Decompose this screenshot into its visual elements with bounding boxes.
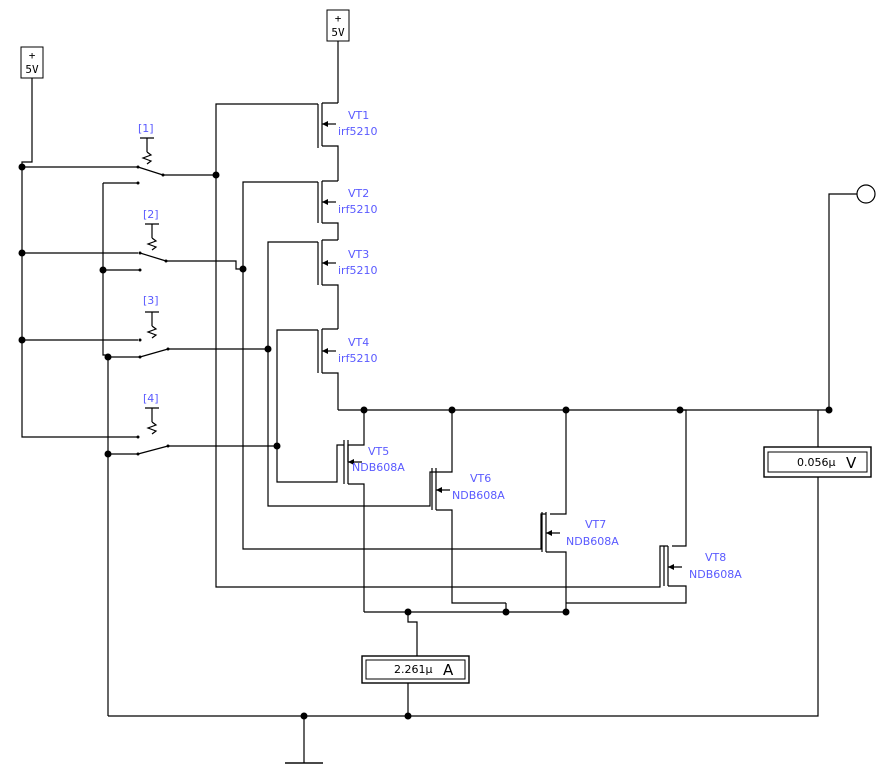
switch-label: [4] — [143, 392, 159, 405]
gate-lines — [163, 103, 668, 588]
switch-4[interactable]: [4] — [108, 392, 170, 456]
pmos-stack — [321, 41, 339, 410]
switch-label: [1] — [138, 122, 154, 135]
transistor-vt6[interactable]: VT6 NDB608A — [431, 468, 506, 604]
transistor-model: NDB608A — [452, 489, 505, 502]
transistor-name: VT1 — [348, 109, 369, 122]
switch-2[interactable]: [2] — [103, 208, 168, 272]
transistor-name: VT2 — [348, 187, 369, 200]
ammeter-unit: A — [443, 661, 454, 679]
transistor-vt1[interactable]: VT1 irf5210 — [322, 109, 377, 138]
transistor-name: VT4 — [348, 336, 369, 349]
switch-label: [2] — [143, 208, 159, 221]
junction-dots — [18, 163, 833, 720]
left-supply-rail — [21, 78, 138, 438]
transistor-vt3[interactable]: VT3 irf5210 — [322, 248, 377, 277]
transistor-vt4[interactable]: VT4 irf5210 — [322, 336, 377, 365]
transistor-model: NDB608A — [566, 535, 619, 548]
transistor-name: VT7 — [585, 518, 606, 531]
source-plus-sign: + — [335, 12, 342, 25]
source-voltage-label: 5V — [331, 26, 345, 39]
transistor-model: irf5210 — [338, 203, 377, 216]
transistor-name: VT5 — [368, 445, 389, 458]
power-source-top[interactable]: + 5V — [326, 9, 350, 42]
transistor-vt2[interactable]: VT2 irf5210 — [322, 187, 377, 216]
switch-3[interactable]: [3] — [108, 294, 170, 359]
transistor-vt8[interactable]: VT8 NDB608A — [566, 546, 742, 604]
transistor-model: irf5210 — [338, 125, 377, 138]
transistor-name: VT8 — [705, 551, 726, 564]
source-plus-sign: + — [29, 49, 36, 62]
transistor-vt7[interactable]: VT7 NDB608A — [541, 512, 619, 612]
transistor-name: VT3 — [348, 248, 369, 261]
switch-label: [3] — [143, 294, 159, 307]
source-voltage-label: 5V — [25, 63, 39, 76]
nmos-source-bus — [364, 603, 566, 656]
power-source-left[interactable]: + 5V — [20, 46, 44, 79]
transistor-model: irf5210 — [338, 264, 377, 277]
ammeter[interactable]: 2.261µ A — [361, 655, 470, 684]
voltmeter[interactable]: 0.056µ V — [763, 446, 872, 478]
switch-1[interactable]: [1] — [103, 122, 165, 185]
voltmeter-unit: V — [846, 454, 857, 472]
output-rail — [338, 184, 876, 547]
voltmeter-value: 0.056µ — [797, 456, 836, 469]
transistor-vt5[interactable]: VT5 NDB608A — [343, 440, 405, 612]
transistor-model: irf5210 — [338, 352, 377, 365]
transistor-model: NDB608A — [689, 568, 742, 581]
transistor-model: NDB608A — [352, 461, 405, 474]
ammeter-value: 2.261µ — [394, 663, 433, 676]
transistor-name: VT6 — [470, 472, 491, 485]
